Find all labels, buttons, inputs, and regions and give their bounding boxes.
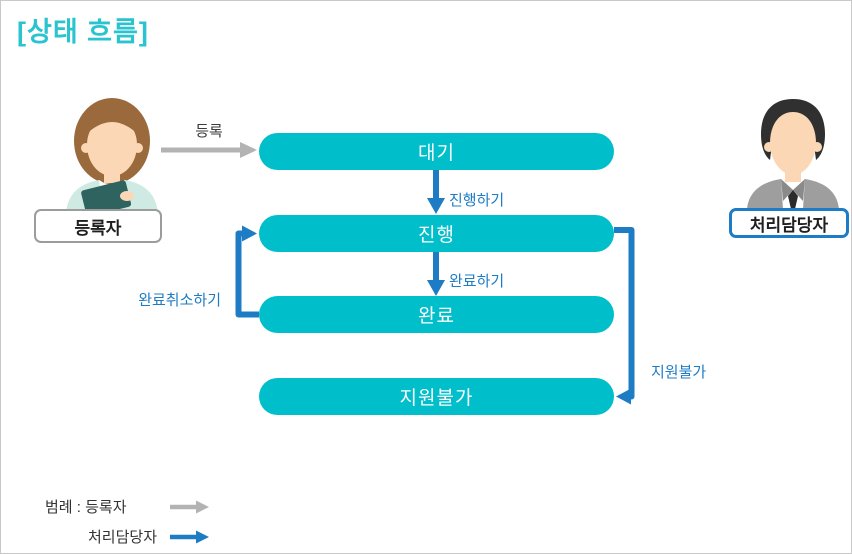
woman-icon <box>66 98 158 217</box>
complete-arrow <box>427 252 445 296</box>
handler-avatar <box>739 97 847 209</box>
state-waiting: 대기 <box>259 133 614 170</box>
legend-handler-row: 처리담당자 <box>88 526 157 547</box>
legend-handler-arrow-icon <box>170 530 209 544</box>
state-in-progress: 진행 <box>259 215 614 252</box>
page-title: [상태 흐름] <box>17 17 149 47</box>
state-complete: 완료 <box>259 296 614 333</box>
cancel-complete-arrow <box>235 225 259 318</box>
handler-label-text: 처리담당자 <box>749 215 829 235</box>
transition-complete-label: 완료하기 <box>449 273 505 290</box>
man-icon <box>747 99 839 209</box>
state-complete-label: 완료 <box>418 306 455 327</box>
not-supported-arrow <box>614 227 635 405</box>
transition-not-supported-label: 지원불가 <box>651 364 707 381</box>
registrant-label-text: 등록자 <box>74 218 122 238</box>
transition-register-label: 등록 <box>195 123 223 140</box>
state-waiting-label: 대기 <box>418 143 455 164</box>
transition-proceed-label: 진행하기 <box>449 192 505 209</box>
legend-registrant-row: 범례 : 등록자 <box>45 496 127 517</box>
registrant-label: 등록자 <box>34 209 162 243</box>
handler-label: 처리담당자 <box>729 208 849 238</box>
state-not-supported: 지원불가 <box>259 378 614 415</box>
legend-handler-label: 처리담당자 <box>88 529 158 546</box>
proceed-arrow <box>427 170 445 214</box>
legend-registrant-arrow-icon <box>170 500 209 514</box>
state-not-supported-label: 지원불가 <box>399 388 474 409</box>
transition-cancel-complete-label: 완료취소하기 <box>138 292 221 309</box>
register-arrow <box>161 142 257 158</box>
legend-prefix: 범례 : <box>45 499 81 516</box>
legend-registrant-label: 등록자 <box>85 499 127 516</box>
registrant-avatar <box>55 95 169 217</box>
state-in-progress-label: 진행 <box>418 225 455 246</box>
